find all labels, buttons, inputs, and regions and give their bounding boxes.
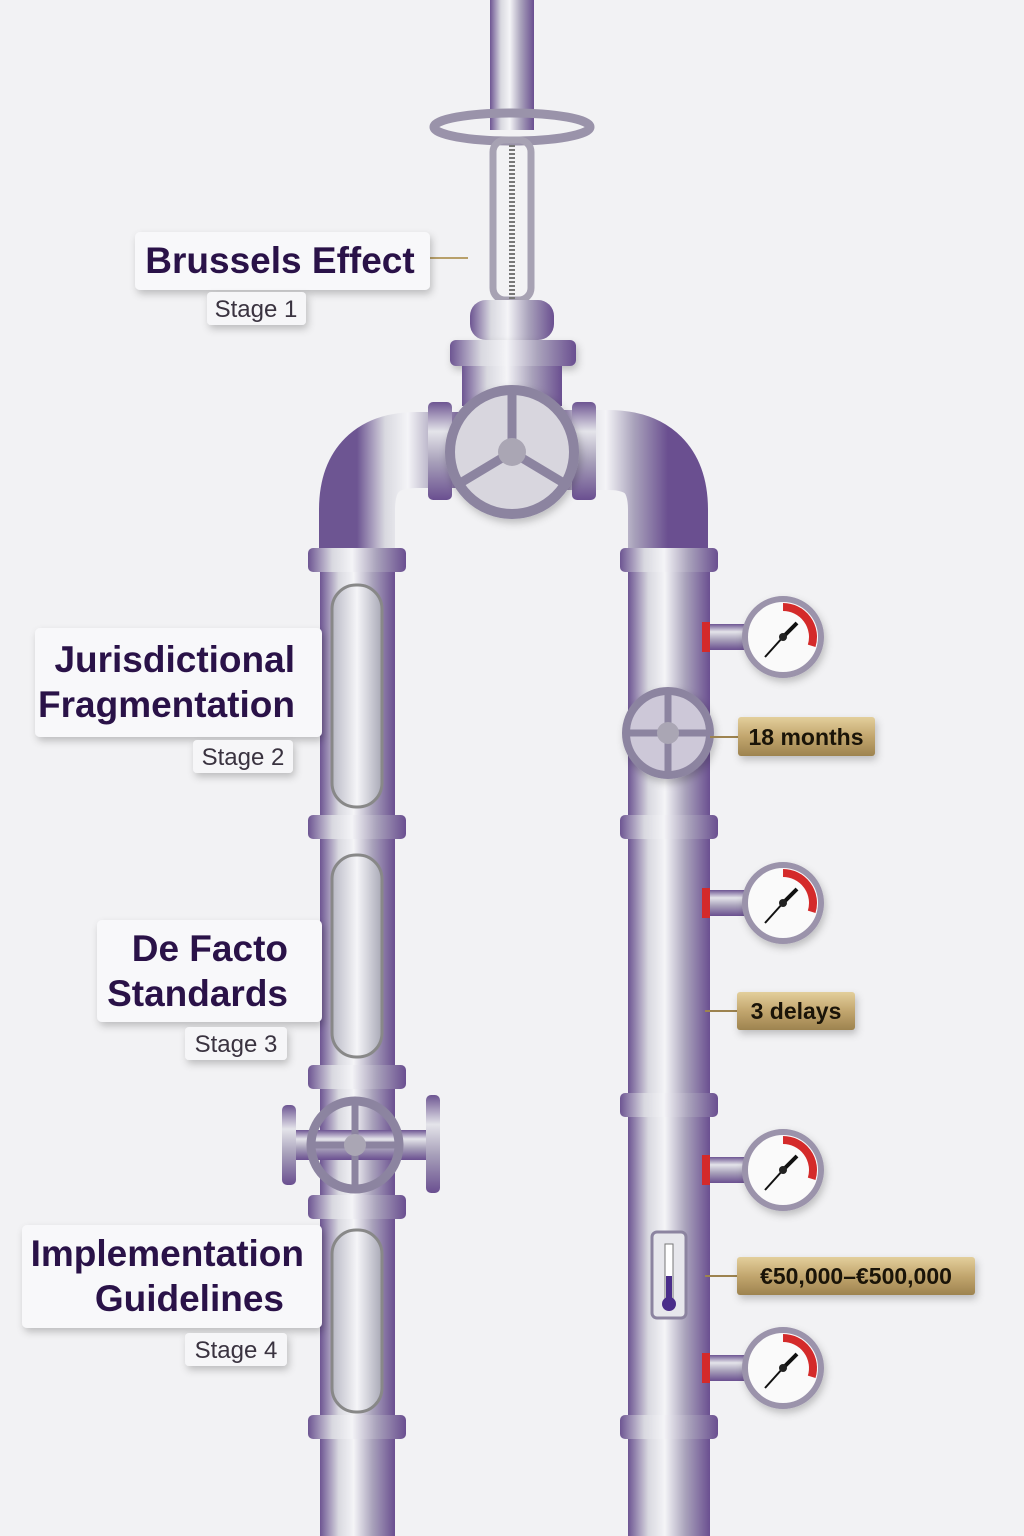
stage-2-label: Jurisdictional Fragmentation Stage 2 (35, 628, 322, 773)
metric-label: €50,000–€500,000 (760, 1263, 952, 1289)
stage-title: Fragmentation (38, 684, 295, 725)
stage-number: Stage 4 (195, 1337, 278, 1364)
left-elbow-pipe (319, 412, 470, 560)
right-elbow-pipe (555, 410, 708, 560)
main-valve-wheel-icon (445, 385, 579, 519)
metric-plate-months: 18 months (710, 717, 875, 756)
pressure-gauge-icon (702, 1129, 824, 1211)
stage-title: Standards (107, 973, 288, 1014)
stage-number: Stage 2 (202, 744, 285, 771)
inlet-valve (429, 0, 595, 406)
stage-title: De Facto (132, 928, 288, 969)
pressure-gauge-icon (702, 1327, 824, 1409)
stage-number: Stage 1 (215, 296, 298, 323)
stage-title: Guidelines (95, 1278, 284, 1319)
stage-3-label: De Facto Standards Stage 3 (97, 920, 322, 1060)
metric-label: 18 months (748, 724, 863, 750)
metric-plate-delays: 3 delays (705, 992, 855, 1030)
stage-title: Implementation (31, 1233, 304, 1274)
metric-label: 3 delays (751, 998, 842, 1024)
flanges (308, 548, 718, 1439)
valve-wheel-icon (622, 687, 714, 779)
pressure-gauge-icon (702, 596, 824, 678)
stage-number: Stage 3 (195, 1031, 278, 1058)
lower-valve-wheel-icon (282, 1095, 440, 1194)
metric-plate-cost: €50,000–€500,000 (705, 1257, 975, 1295)
stage-1-label: Brussels Effect Stage 1 (135, 232, 468, 325)
stage-title: Brussels Effect (145, 240, 414, 281)
thermometer-icon (650, 1230, 688, 1320)
stage-4-label: Implementation Guidelines Stage 4 (22, 1225, 322, 1366)
stage-title: Jurisdictional (54, 639, 295, 680)
pressure-gauge-icon (702, 862, 824, 944)
valve-yoke (489, 136, 535, 304)
sight-glasses (330, 583, 384, 1414)
